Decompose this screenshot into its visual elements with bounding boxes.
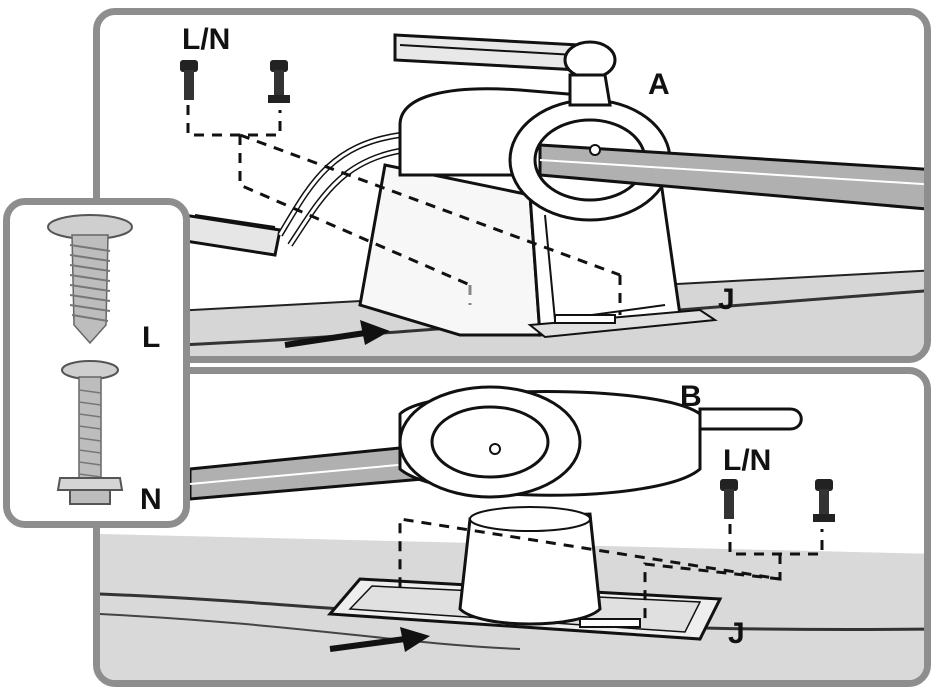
top-handle — [393, 33, 617, 107]
bottom-part-label: B — [680, 380, 702, 413]
bottom-panel: B L/N J — [93, 367, 931, 687]
top-part-label: A — [648, 68, 670, 101]
top-clip-label: J — [718, 283, 735, 316]
guide-lines — [398, 517, 824, 624]
screw-l-icon — [180, 60, 198, 100]
pedestal — [458, 506, 602, 626]
push-arrow-icon — [329, 627, 430, 652]
screw-l-icon — [47, 214, 133, 345]
push-arrow-icon — [284, 320, 390, 348]
top-screws-label: L/N — [182, 23, 231, 56]
screw-n-icon — [56, 360, 124, 505]
top-illustration — [100, 33, 924, 356]
rail-bar — [538, 143, 924, 211]
ring-body — [398, 385, 803, 499]
screw-n-icon — [268, 60, 290, 103]
inset-screw-n-label: N — [140, 483, 162, 516]
top-panel: L/N A J — [93, 8, 931, 363]
inset-illustration — [47, 214, 133, 505]
mount-body — [358, 87, 682, 337]
clip-plate — [527, 308, 718, 339]
bottom-illustration — [100, 385, 924, 680]
bottom-clip-label: J — [728, 617, 745, 650]
screw-inset: L N — [3, 198, 190, 528]
screw-n-icon — [813, 479, 835, 522]
guide-lines — [186, 105, 622, 315]
inset-screw-l-label: L — [142, 321, 161, 354]
bottom-screws-label: L/N — [723, 444, 772, 477]
screw-l-icon — [720, 479, 738, 519]
